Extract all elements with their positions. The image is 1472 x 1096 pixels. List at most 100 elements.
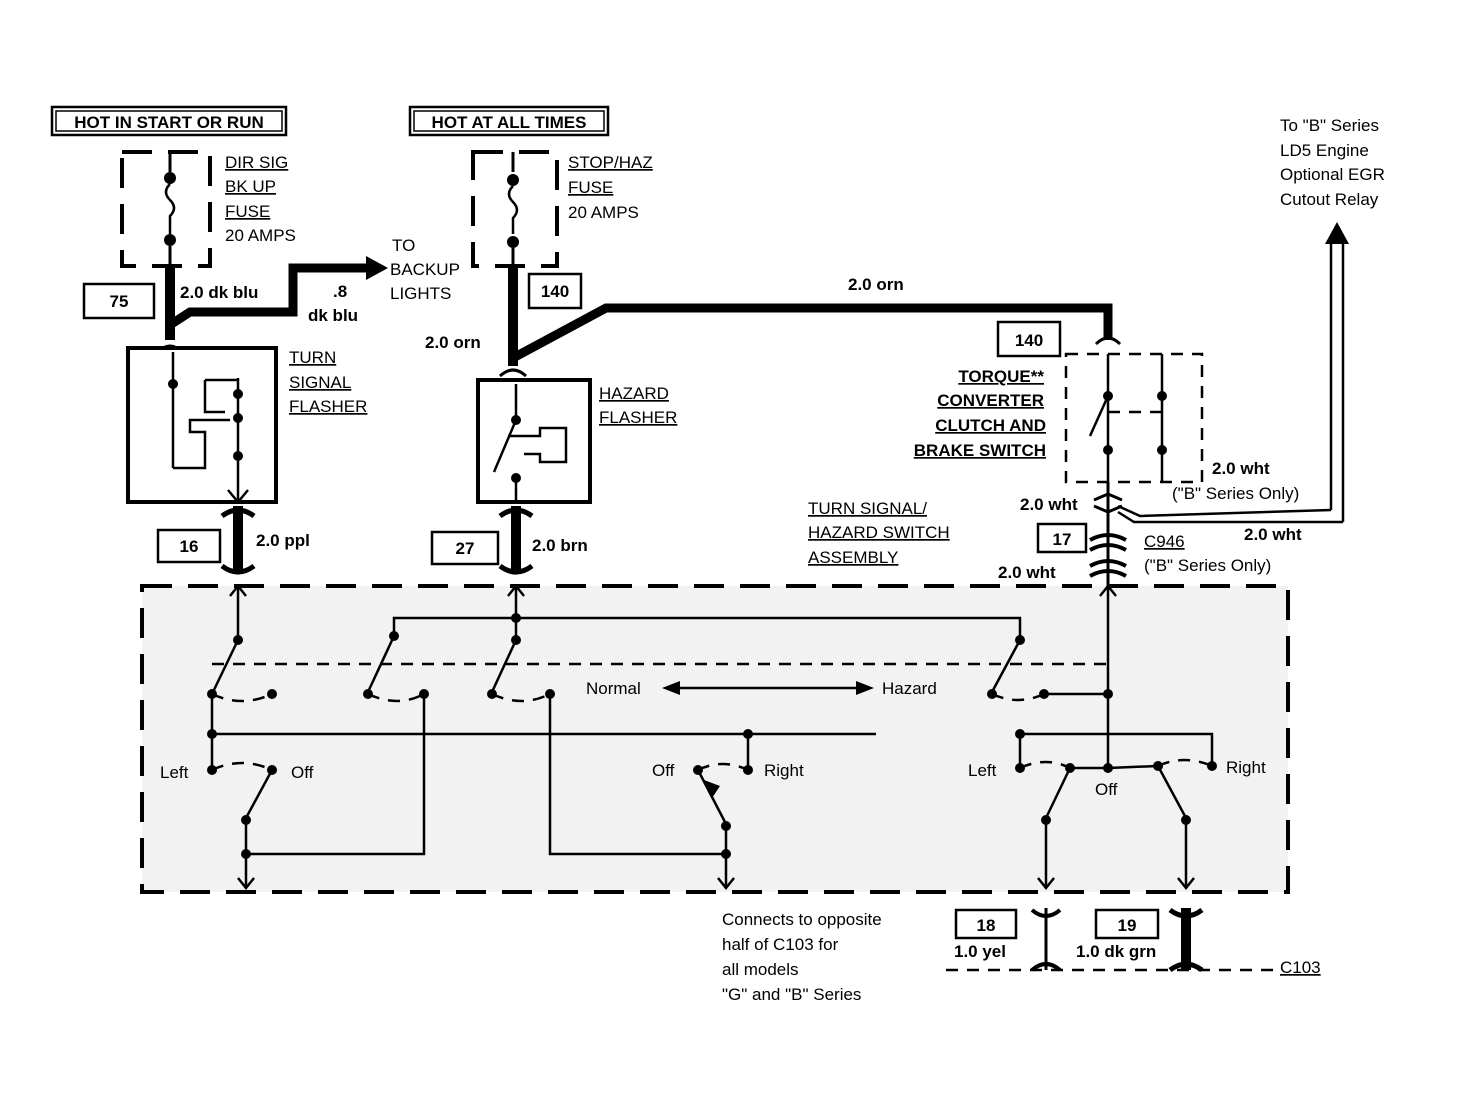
c103-label: C103 [1280,958,1321,977]
circuit-27: 27 [430,530,500,566]
svg-text:FUSE: FUSE [225,202,270,221]
svg-text:BK UP: BK UP [225,177,276,196]
svg-text:ASSEMBLY: ASSEMBLY [808,548,898,567]
circuit-19: 19 [1094,908,1160,940]
svg-text:20 AMPS: 20 AMPS [568,203,639,222]
svg-text:BRAKE SWITCH: BRAKE SWITCH [914,441,1046,460]
svg-text:HAZARD: HAZARD [599,384,669,403]
dir-sig-fuse-label: DIR SIG BK UP FUSE 20 AMPS [225,153,296,245]
svg-text:140: 140 [541,282,569,301]
left-label-b: Left [968,761,997,780]
dk-blu-wire [165,256,388,340]
svg-text:CLUTCH AND: CLUTCH AND [935,416,1046,435]
svg-text:17: 17 [1053,530,1072,549]
wire-label-wht-d: 2.0 wht [998,563,1056,582]
turn-signal-flasher [126,344,278,504]
svg-text:TURN: TURN [289,348,336,367]
circuit-17: 17 [1036,522,1088,554]
svg-text:all models: all models [722,960,799,979]
wire-label-brn: 2.0 brn [532,536,588,555]
wire-label-dk-grn: 1.0 dk grn [1076,942,1156,961]
svg-text:TO: TO [392,236,415,255]
wire-label-yel: 1.0 yel [954,942,1006,961]
svg-text:SIGNAL: SIGNAL [289,373,351,392]
svg-text:Optional EGR: Optional EGR [1280,165,1385,184]
circuit-75: 75 [82,282,156,320]
to-backup-lights-label: TO BACKUP LIGHTS [390,236,460,303]
off-label-c: Off [1095,780,1118,799]
svg-text:CONVERTER: CONVERTER [937,391,1044,410]
b-series-only-label-a: ("B" Series Only) [1172,484,1299,503]
svg-text:18: 18 [977,916,996,935]
svg-text:HOT IN START OR RUN: HOT IN START OR RUN [74,113,264,132]
wire-label-wht-b: 2.0 wht [1020,495,1078,514]
svg-text:Cutout Relay: Cutout Relay [1280,190,1379,209]
off-label-b: Off [652,761,675,780]
right-label-b: Right [1226,758,1266,777]
svg-text:75: 75 [110,292,129,311]
to-b-series-arrow [1325,222,1349,522]
svg-text:"G" and "B" Series: "G" and "B" Series [722,985,861,1004]
torque-switch-label: TORQUE** CONVERTER CLUTCH AND BRAKE SWIT… [914,367,1046,460]
torque-converter-switch [1064,336,1204,484]
wire-label-08: .8 [333,282,347,301]
svg-text:LIGHTS: LIGHTS [390,284,451,303]
circuit-140-a: 140 [527,272,583,310]
hot-all-times-header: HOT AT ALL TIMES [408,105,610,137]
wire-label-orn-left: 2.0 orn [425,333,481,352]
wire-label-wht-c: 2.0 wht [1244,525,1302,544]
switch-assembly-box [140,584,1290,894]
svg-text:TORQUE**: TORQUE** [958,367,1044,386]
svg-text:half of C103 for: half of C103 for [722,935,839,954]
stop-haz-fuse-label: STOP/HAZ FUSE 20 AMPS [568,153,653,222]
hazard-flasher [476,368,592,504]
wire-label-wht-a: 2.0 wht [1212,459,1270,478]
dir-sig-fuse [120,150,212,268]
hazard-flasher-label: HAZARD FLASHER [599,384,677,427]
svg-text:HOT AT ALL TIMES: HOT AT ALL TIMES [432,113,587,132]
ppl-connector [220,506,256,575]
svg-text:LD5 Engine: LD5 Engine [1280,141,1369,160]
svg-text:20 AMPS: 20 AMPS [225,226,296,245]
wire-label-ppl: 2.0 ppl [256,531,310,550]
svg-text:FUSE: FUSE [568,178,613,197]
svg-text:HAZARD SWITCH: HAZARD SWITCH [808,523,950,542]
svg-text:To "B" Series: To "B" Series [1280,116,1379,135]
svg-text:27: 27 [456,539,475,558]
switch-internal-wiring [207,583,1217,891]
hot-start-run-header: HOT IN START OR RUN [50,105,288,137]
to-b-series-label: To "B" Series LD5 Engine Optional EGR Cu… [1280,116,1385,209]
hazard-label: Hazard [882,679,937,698]
svg-text:TURN SIGNAL/: TURN SIGNAL/ [808,499,927,518]
circuit-18: 18 [954,908,1018,940]
brn-connector [498,506,534,575]
right-label-a: Right [764,761,804,780]
switch-assembly-label: TURN SIGNAL/ HAZARD SWITCH ASSEMBLY [808,499,950,567]
svg-text:FLASHER: FLASHER [289,397,367,416]
c946-label: C946 [1144,532,1185,551]
svg-text:BACKUP: BACKUP [390,260,460,279]
wht-wire-b-series [1117,504,1343,524]
svg-text:FLASHER: FLASHER [599,408,677,427]
svg-text:DIR SIG: DIR SIG [225,153,288,172]
b-series-only-label-b: ("B" Series Only) [1144,556,1271,575]
turn-signal-flasher-label: TURN SIGNAL FLASHER [289,348,367,416]
normal-label: Normal [586,679,641,698]
stop-haz-fuse [471,150,559,268]
circuit-140-b: 140 [996,320,1062,358]
orn-wire [508,266,1113,366]
svg-text:Connects to opposite: Connects to opposite [722,910,882,929]
connects-note: Connects to opposite half of C103 for al… [722,910,882,1004]
yel-connector [1030,908,1062,972]
svg-text:STOP/HAZ: STOP/HAZ [568,153,653,172]
left-label-a: Left [160,763,189,782]
svg-text:140: 140 [1015,331,1043,350]
svg-text:16: 16 [180,537,199,556]
off-label-a: Off [291,763,314,782]
circuit-16: 16 [156,528,222,564]
svg-text:19: 19 [1118,916,1137,935]
wire-label-dk-blu: 2.0 dk blu [180,283,258,302]
wire-label-08-dk-blu: dk blu [308,306,358,325]
